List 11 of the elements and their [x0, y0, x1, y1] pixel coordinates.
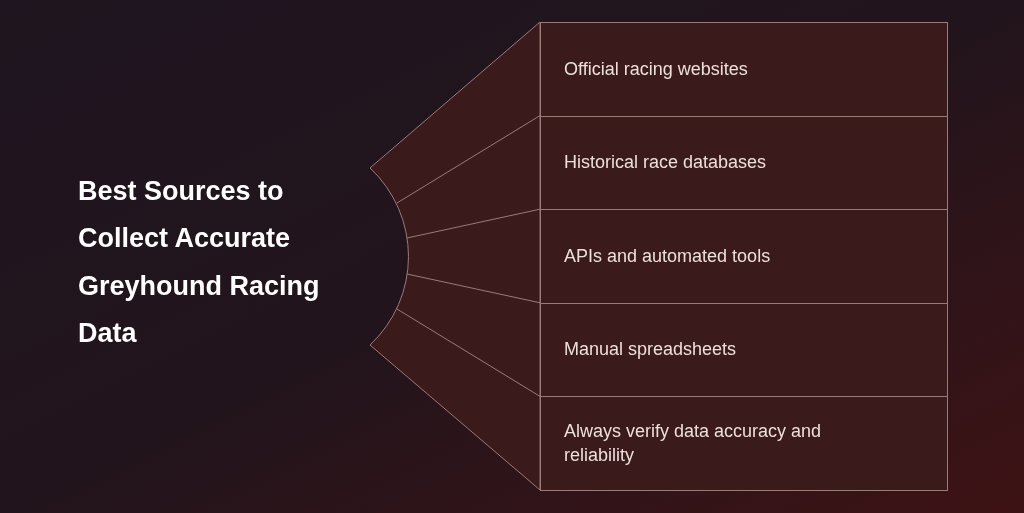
- heading: Best Sources to Collect Accurate Greyhound Racing Data: [78, 175, 321, 350]
- source-band: [540, 209, 948, 304]
- band-text: Manual spreadsheets: [564, 338, 738, 362]
- band-text: Always verify data accuracy and reliability: [564, 420, 823, 467]
- source-band: [540, 396, 948, 491]
- source-band: [540, 302, 948, 398]
- source-band: [540, 115, 948, 211]
- source-band: [540, 22, 948, 117]
- band-text: Historical race databases: [564, 151, 768, 175]
- band-text: APIs and automated tools: [564, 244, 772, 268]
- band-text: Official racing websites: [564, 57, 749, 81]
